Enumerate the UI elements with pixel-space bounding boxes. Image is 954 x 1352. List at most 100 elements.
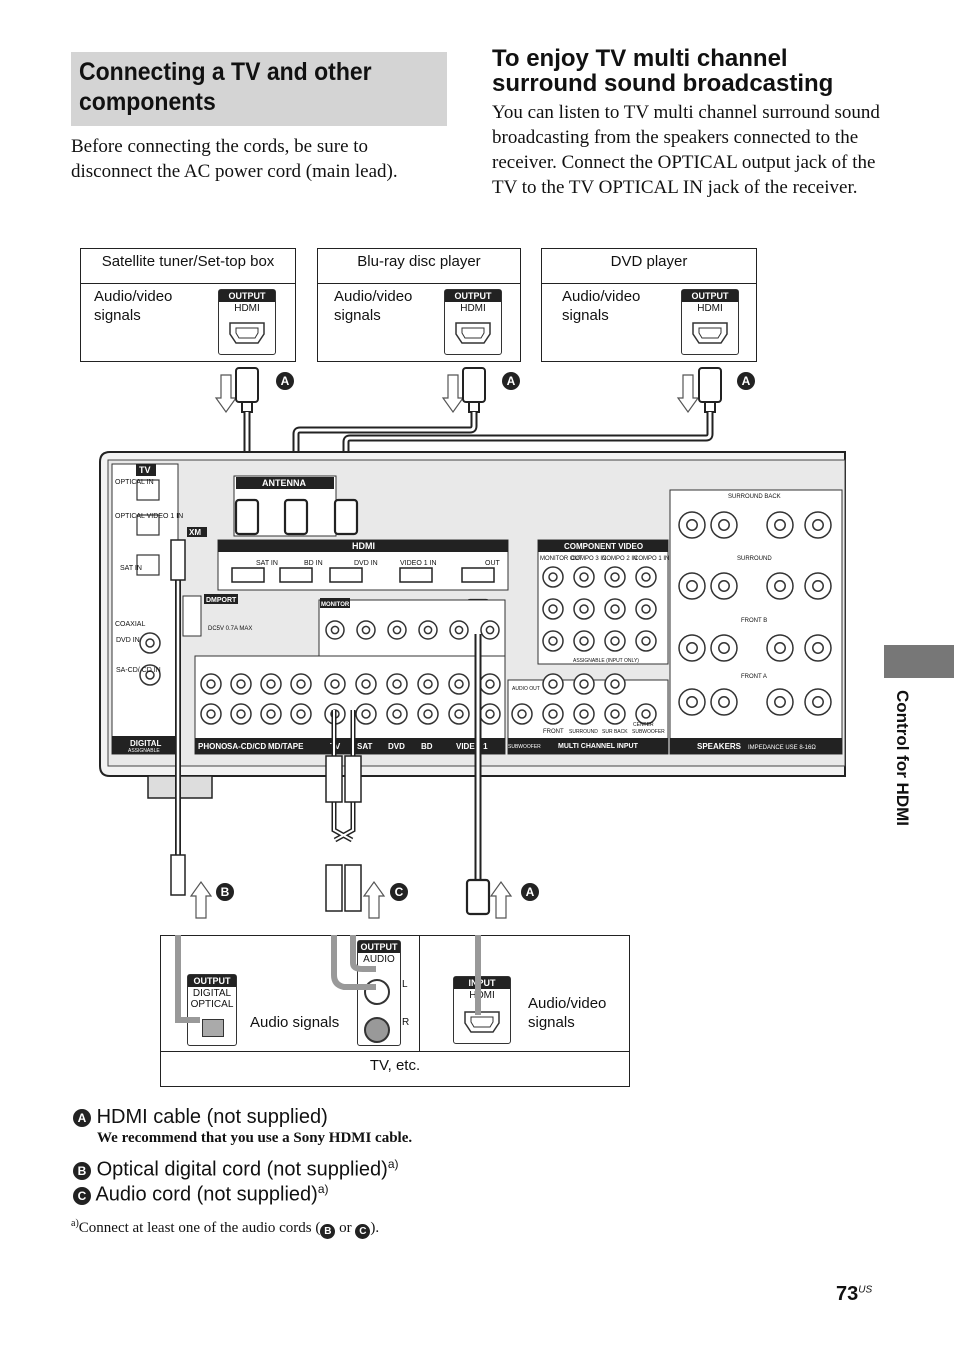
hdmi-jack-icon [229,322,265,344]
speakers-label: SPEAKERS [697,742,742,751]
footnote-mark: a) [71,1218,79,1229]
multichannel-jack-center [579,709,589,719]
hdmi-port-label: VIDEO 1 IN [400,560,437,567]
dmport-label-bar [204,594,238,604]
digital-section [111,463,179,755]
audio-jack-r-icon [364,1017,390,1043]
legend-a-note: We recommend that you use a Sony HDMI ca… [97,1130,413,1146]
footnote-badge-b: B [320,1224,336,1239]
optical-in-label: OPTICAL IN [115,479,154,486]
multichannel-label-bar [508,738,668,754]
legend-c: C Audio cord (not supplied)a) [73,1177,328,1207]
subsection-title: To enjoy TV multi channel surround sound… [492,46,892,96]
device-signal-label: Audio/video signals [334,287,412,325]
av-line2: signals [528,1014,575,1031]
legend-badge-c: C [73,1186,91,1205]
port-sub: AUDIO [363,954,395,965]
multi-label: FRONT [543,729,564,735]
multichannel-jack-center [517,709,527,719]
speaker-terminal-center [686,580,698,592]
component-col-label: MONITOR OUT [540,556,583,562]
cable-badge-a: A [502,372,520,390]
coax-dvd-label: DVD IN [116,637,140,644]
speaker-group-label: SURROUND [737,556,772,562]
component-jack-center [579,572,589,582]
assignable-input-only-label: ASSIGNABLE (INPUT ONLY) [573,658,639,664]
component-jack-center [641,572,651,582]
component-jack-center [641,604,651,614]
video-inputs [318,599,506,657]
input-label-dvd: DVD [388,742,405,751]
cable-badge-c: C [390,883,408,901]
signal-line1: Audio/video [562,288,641,305]
multichannel-jack-center [548,679,558,689]
monitor-label: MONITOR [321,602,350,608]
input-label-video1: VIDEO 1 [456,742,488,751]
speaker-label-bar [670,738,842,754]
optical-jacks [136,479,160,576]
port-cap: INPUT [454,977,510,989]
component-jack-center [610,636,620,646]
section-title-line2: components [79,88,216,116]
intro-paragraph: Before connecting the cords, be sure to … [71,136,398,182]
tv-name: TV, etc. [369,1057,421,1074]
component-col-label: COMPO 1 IN [634,556,669,562]
speaker-terminal-center [812,519,824,531]
footnote-end: ). [370,1220,380,1236]
rca-jack-center [206,709,216,719]
optical-output-port: OUTPUT DIGITAL OPTICAL [187,974,237,1046]
arrow-down-icon [676,374,700,414]
cable-badge-a: A [737,372,755,390]
dc-label: DC5V 0.7A MAX [208,626,252,632]
footnote-or: or [339,1220,352,1236]
speaker-terminal-center [718,642,730,654]
component-jack-center [610,604,620,614]
speaker-group-label: FRONT A [741,674,767,680]
video-jack-center [485,625,495,635]
speaker-terminal-center [686,642,698,654]
speaker-terminal-center [774,642,786,654]
component-jack-center [548,604,558,614]
optical-video1-label: OPTICAL VIDEO 1 IN [115,513,183,520]
rca-jack-center [330,679,340,689]
audio-cord [325,710,362,912]
source-device-bluray: Blu-ray disc player Audio/video signals … [317,248,521,362]
section-title: Connecting a TV and other components [79,57,372,117]
arrow-up-icon [189,880,213,919]
component-col-label: COMPO 3 IN [571,556,606,562]
multichannel-jack-center [610,709,620,719]
source-device-dvd: DVD player Audio/video signals OUTPUT HD… [541,248,757,362]
av-signals-label: Audio/video signals [528,994,606,1032]
connection-diagram: TV OPTICAL IN OPTICAL VIDEO 1 IN SAT IN … [99,367,846,919]
hdmi-port-label: BD IN [304,560,323,567]
component-jack-center [610,572,620,582]
multichannel-jack-center [610,679,620,689]
down-arrows [214,374,700,414]
multi-label: SURROUND [569,729,598,735]
subwoofer-label: SUBWOOFER [508,744,541,750]
speaker-group-label: SURROUND BACK [728,494,781,500]
speaker-terminal-center [774,580,786,592]
component-jack-center [548,572,558,582]
rca-jack-center [266,679,276,689]
tv-device: TV, etc. OUTPUT DIGITAL OPTICAL Audio si… [160,935,630,1087]
cable-badge-a: A [521,883,539,901]
input-label-sat: SAT [357,742,373,751]
xm-label: XM [189,528,201,537]
optical-sat-label: SAT IN [120,565,142,572]
hdmi-output-port: OUTPUT HDMI [681,289,739,355]
analog-label-bar [195,738,505,754]
optical-jack-icon [202,1019,224,1037]
cable-badge-b: B [216,883,234,901]
subsection-title-line1: To enjoy TV multi channel [492,45,788,72]
component-video-label: COMPONENT VIDEO [564,542,643,551]
page-number: 73US [836,1283,872,1306]
speaker-terminal-center [774,696,786,708]
rca-jack-center [485,709,495,719]
subsection-body: You can listen to TV multi channel surro… [492,102,880,198]
tv-divider [419,936,420,1051]
hdmi-jacks [231,567,495,583]
optical-cable [170,539,186,896]
receiver-small-labels: TV OPTICAL IN OPTICAL VIDEO 1 IN SAT IN … [115,465,816,754]
port-sub-line2: OPTICAL [190,999,234,1010]
